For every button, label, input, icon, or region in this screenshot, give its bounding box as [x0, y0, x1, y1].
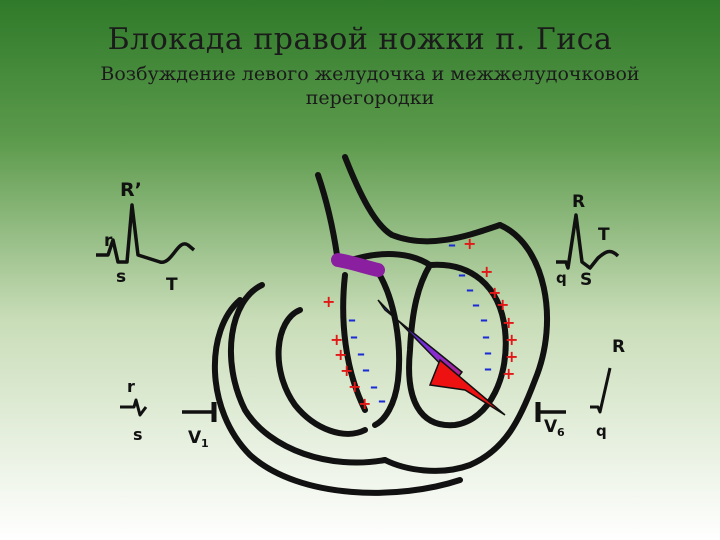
- vector-arrowhead: [428, 358, 506, 416]
- label-big-r: R: [612, 337, 625, 357]
- minus-charge: –: [448, 235, 456, 254]
- ecg-trace-v1: [96, 203, 196, 264]
- label-small-q: q: [596, 422, 607, 440]
- his-bundle-left-branch: [331, 253, 385, 277]
- heart-outline: [212, 154, 550, 496]
- electrode-v1: V 1: [182, 402, 217, 450]
- subtitle-line-1: Возбуждение левого желудочка и межжелудо…: [100, 63, 640, 85]
- subtitle-line-2: перегородки: [305, 87, 435, 109]
- great-vessel: [315, 172, 341, 265]
- plus-charge: +: [334, 345, 347, 364]
- plus-charge: +: [358, 394, 371, 413]
- heart-bottom-curve: [212, 297, 463, 496]
- right-ventricle-wall: [227, 282, 388, 466]
- minus-charge: –: [482, 327, 490, 346]
- plus-charge: +: [322, 292, 335, 311]
- septum-right-side: [340, 272, 368, 413]
- plus-charge: +: [348, 377, 361, 396]
- ecg-v6-complex: R T q S: [556, 192, 620, 290]
- minus-charge: –: [480, 310, 488, 329]
- label-small-r: r: [104, 231, 113, 251]
- ecg-small-right-complex: R q: [590, 337, 625, 440]
- plus-charge: +: [502, 313, 515, 332]
- interventricular-septum: [372, 269, 403, 428]
- minus-charge: –: [350, 327, 358, 346]
- ecg-v1-complex: R’ r s T: [96, 179, 196, 295]
- left-ventricle-outer-wall: [382, 222, 550, 474]
- label-t-wave: T: [598, 225, 610, 245]
- electrode-v6-label: V: [544, 417, 558, 437]
- plus-charge: +: [330, 330, 343, 349]
- minus-charge: –: [466, 280, 474, 299]
- electrode-v1-subscript: 1: [201, 437, 209, 450]
- right-ventricle-inner-wall: [275, 307, 368, 437]
- plus-charge: +: [496, 295, 509, 314]
- ecg-small-left-complex: r s: [120, 377, 148, 444]
- ecg-trace-v6: [556, 213, 620, 270]
- label-small-q: q: [556, 269, 567, 287]
- label-small-s: s: [133, 425, 143, 444]
- minus-charge: –: [378, 391, 386, 410]
- electrode-v6-subscript: 6: [557, 426, 565, 439]
- minus-charge: –: [484, 359, 492, 378]
- label-t-wave: T: [166, 275, 178, 295]
- plus-charge: +: [505, 330, 518, 349]
- plus-charge: +: [480, 262, 493, 281]
- label-small-r: r: [127, 377, 135, 396]
- great-vessel-inner: [342, 154, 503, 245]
- minus-charge: –: [484, 343, 492, 362]
- plus-charge: +: [502, 364, 515, 383]
- plus-charge: +: [340, 361, 353, 380]
- ecg-trace-small-left: [120, 398, 148, 417]
- electric-vector-arrow: [377, 299, 506, 416]
- minus-charge: –: [357, 344, 365, 363]
- plus-charge: +: [505, 347, 518, 366]
- label-r-prime: R’: [120, 179, 142, 201]
- charges: – + – + – + – + – + – + – + – + + – + – …: [322, 234, 518, 413]
- plus-charge: +: [463, 234, 476, 253]
- ecg-trace-small-right: [590, 367, 612, 414]
- electrode-v1-label: V: [188, 428, 202, 448]
- minus-charge: –: [362, 360, 370, 379]
- label-big-r: R: [572, 192, 585, 212]
- plus-charge: +: [488, 283, 501, 302]
- minus-charge: –: [458, 265, 466, 284]
- minus-charge: –: [472, 295, 480, 314]
- label-big-s: S: [580, 270, 592, 290]
- label-small-s: s: [116, 267, 126, 287]
- minus-charge: –: [370, 377, 378, 396]
- electrode-v6: V 6: [535, 402, 566, 439]
- slide-title: Блокада правой ножки п. Гиса: [107, 22, 613, 57]
- minus-charge: –: [348, 310, 356, 329]
- slide-subtitle: Возбуждение левого желудочка и межжелудо…: [40, 62, 700, 110]
- left-ventricle-inner-wall: [406, 261, 509, 429]
